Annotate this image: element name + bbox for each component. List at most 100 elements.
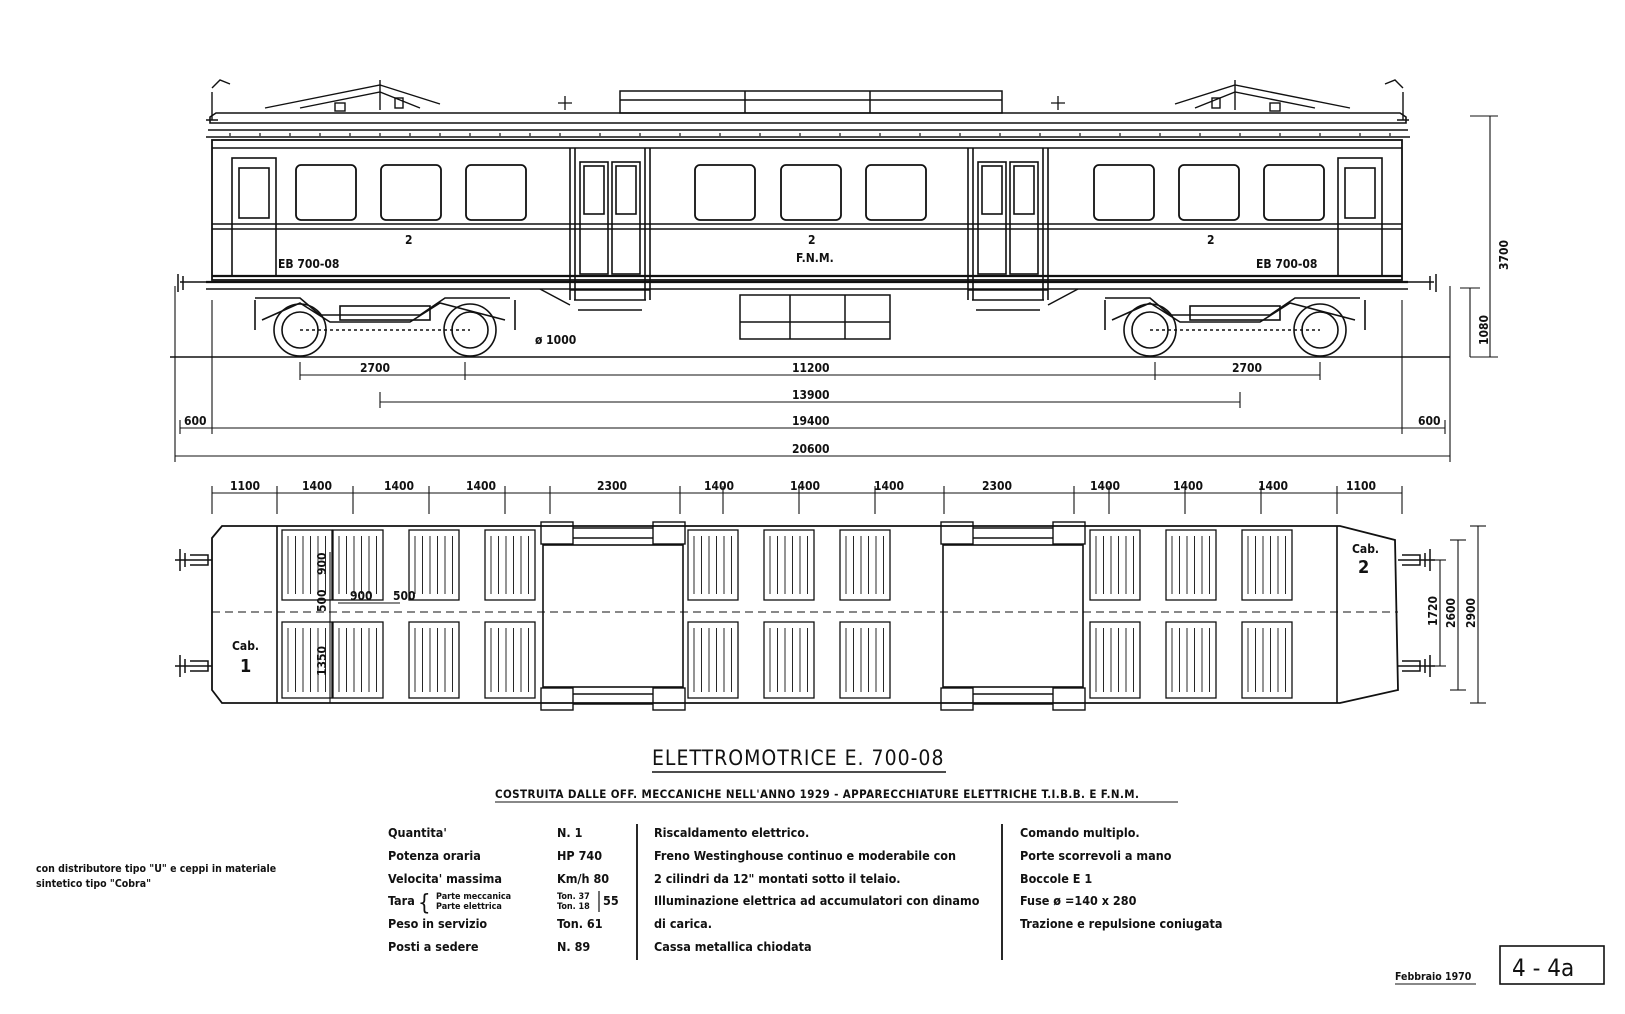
cab-1-number: 1 (240, 656, 251, 677)
side-dimension-lines (174, 115, 1498, 462)
spec-brake-1: Freno Westinghouse continuo e moderabile… (654, 848, 956, 863)
plan-dim-2: 1400 (384, 479, 414, 493)
plan-dim-6: 1400 (790, 479, 820, 493)
roof-outline (209, 112, 1407, 124)
dim-buffer-left: 600 (184, 414, 207, 428)
plan-dim-9: 1400 (1090, 479, 1120, 493)
seating-layout (281, 529, 1293, 699)
seat (1165, 621, 1217, 699)
sheet-number: 4 - 4a (1512, 954, 1574, 982)
side-note-line1: con distributore tipo "U" e ceppi in mat… (36, 863, 276, 875)
doors-right (967, 148, 1049, 311)
spec-tare-electrical: Parte elettrica (436, 902, 502, 912)
spec-brake-2: 2 cilindri da 12" montati sotto il telai… (654, 871, 901, 886)
seat (839, 529, 891, 601)
seat (281, 529, 333, 601)
plan-dim-width-interior: 2600 (1444, 598, 1458, 628)
seat (408, 621, 460, 699)
plan-dim-10: 1400 (1173, 479, 1203, 493)
seat (332, 529, 384, 601)
plan-dim-12: 1100 (1346, 479, 1376, 493)
plan-dim-lower: 1350 (315, 646, 329, 676)
plan-view (211, 486, 1403, 711)
spec-label-seats: Posti a sedere (388, 939, 479, 954)
spec-lighting-2: di carica. (654, 916, 712, 931)
bogie-right (1104, 297, 1366, 357)
seat (839, 621, 891, 699)
cab-2-number: 2 (1358, 557, 1369, 578)
wheel-diameter-label: ø 1000 (535, 333, 576, 347)
spec-value-quantity: N. 1 (557, 825, 583, 840)
cab-2-label: Cab. (1352, 542, 1379, 556)
plan-dim-width-outer: 2900 (1464, 598, 1478, 628)
spec-value-weight: Ton. 61 (557, 916, 603, 931)
dim-bogie-right: 2700 (1232, 361, 1262, 375)
roof-equipment (619, 90, 1003, 114)
cab-1-label: Cab. (232, 639, 259, 653)
buffers (177, 274, 1437, 292)
seat (484, 529, 536, 601)
spec-body: Cassa metallica chiodata (654, 939, 812, 954)
seat (687, 621, 739, 699)
spec-tare-mechanical: Parte meccanica (436, 892, 511, 902)
plan-dim-7: 1400 (874, 479, 904, 493)
sheet-number-box (1499, 945, 1605, 985)
windows-center (694, 164, 927, 221)
seat (687, 529, 739, 601)
side-note-line2: sintetico tipo "Cobra" (36, 878, 151, 890)
car-number-left: EB 700-08 (278, 257, 339, 271)
plan-dim-3: 1400 (466, 479, 496, 493)
spec-tare-mech-value: Ton. 37 (557, 892, 590, 902)
doors-left (569, 148, 651, 311)
seat (1241, 621, 1293, 699)
owner-label: F.N.M. (796, 251, 834, 265)
spec-doors: Porte scorrevoli a mano (1020, 848, 1172, 863)
plan-dim-seat-pitch: 900 (350, 589, 373, 603)
bogie-left (254, 297, 516, 357)
plan-dim-width-inner: 1720 (1426, 596, 1440, 626)
spec-label-tare: Tara (388, 893, 415, 908)
class-label-right: 2 (1207, 233, 1215, 247)
class-label-left: 2 (405, 233, 413, 247)
spec-heating: Riscaldamento elettrico. (654, 825, 809, 840)
plan-couplers (175, 549, 1435, 677)
plan-dim-ticks (211, 486, 1403, 514)
class-label-center: 2 (808, 233, 816, 247)
spec-tare-elec-value: Ton. 18 (557, 902, 590, 912)
dim-height-total: 3700 (1497, 240, 1511, 270)
spec-lighting-1: Illuminazione elettrica ad accumulatori … (654, 893, 980, 908)
spec-label-speed: Velocita' massima (388, 871, 502, 886)
dim-bogie-center: 11200 (792, 361, 830, 375)
spec-journals: Fuse ø =140 x 280 (1020, 893, 1137, 908)
spec-axleboxes: Boccole E 1 (1020, 871, 1092, 886)
spec-label-quantity: Quantita' (388, 825, 447, 840)
plan-body-outline (211, 525, 1399, 704)
dim-body-length: 19400 (792, 414, 830, 428)
side-elevation (170, 79, 1450, 358)
windows-left (295, 164, 527, 221)
spec-column-1: Quantita' N. 1 Potenza oraria HP 740 Vel… (388, 825, 619, 954)
pantograph-left (206, 79, 441, 121)
pantograph-right (1174, 79, 1409, 121)
roof-horns (558, 96, 1065, 110)
plan-dim-11: 1400 (1258, 479, 1288, 493)
seat (281, 621, 333, 699)
spec-value-power: HP 740 (557, 848, 602, 863)
drawing-title: ELETTROMOTRICE E. 700-08 (652, 746, 944, 770)
plan-dim-seat-depth: 900 (315, 552, 329, 575)
seat (332, 621, 384, 699)
plan-dim-aisle: 500 (315, 589, 329, 612)
svg-text:{: { (418, 891, 431, 916)
seat (1241, 529, 1293, 601)
seat (484, 621, 536, 699)
underframe-equipment (539, 288, 1079, 340)
plan-width-dims (329, 525, 1486, 704)
spec-label-power: Potenza oraria (388, 848, 481, 863)
spec-value-speed: Km/h 80 (557, 871, 609, 886)
spec-label-weight: Peso in servizio (388, 916, 487, 931)
spec-tare-total: 55 (603, 893, 619, 908)
seat (1089, 621, 1141, 699)
dim-bogie-left: 2700 (360, 361, 390, 375)
dim-height-floor: 1080 (1477, 315, 1491, 345)
